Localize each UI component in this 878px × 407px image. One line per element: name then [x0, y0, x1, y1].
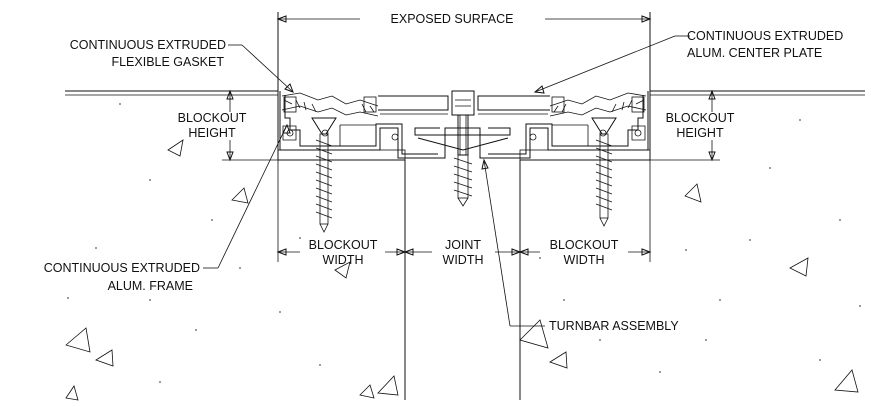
blockout-width-left-dimension — [276, 160, 407, 262]
exposed-surface-dimension — [276, 15, 652, 23]
blockout-height-right-dimension — [650, 89, 720, 162]
concrete-slab-left — [65, 12, 406, 400]
concrete-slab-right — [519, 12, 865, 400]
gasket-label-line1: CONTINUOUS EXTRUDED — [70, 38, 226, 52]
leader-lines — [203, 35, 690, 327]
exposed-surface-label: EXPOSED SURFACE — [391, 12, 514, 26]
frame-label-line2: ALUM. FRAME — [108, 279, 193, 293]
blockout-width-right-dimension — [518, 160, 652, 262]
blockout-width-right-label-1: BLOCKOUT — [550, 238, 619, 252]
blockout-height-left-label-2: HEIGHT — [188, 126, 236, 140]
annotation-labels: EXPOSED SURFACE CONTINUOUS EXTRUDED FLEX… — [44, 12, 844, 333]
joint-width-dimension — [403, 248, 522, 256]
blockout-width-left-label-2: WIDTH — [323, 253, 364, 267]
frame-label-line1: CONTINUOUS EXTRUDED — [44, 261, 200, 275]
blockout-width-right-label-2: WIDTH — [564, 253, 605, 267]
center-plate-label-line2: ALUM. CENTER PLATE — [687, 46, 822, 60]
turnbar-label: TURNBAR ASSEMBLY — [549, 319, 679, 333]
blockout-width-left-label-1: BLOCKOUT — [309, 238, 378, 252]
blockout-height-left-dimension — [222, 89, 278, 162]
right-frame-assembly — [477, 91, 651, 227]
center-plate-label-line1: CONTINUOUS EXTRUDED — [687, 29, 843, 43]
gasket-label-line2: FLEXIBLE GASKET — [111, 55, 224, 69]
blockout-height-left-label-1: BLOCKOUT — [178, 111, 247, 125]
joint-width-label-2: WIDTH — [443, 253, 484, 267]
joint-width-label-1: JOINT — [445, 238, 481, 252]
left-frame-assembly — [277, 91, 449, 233]
blockout-height-right-label-1: BLOCKOUT — [666, 111, 735, 125]
blockout-height-right-label-2: HEIGHT — [676, 126, 724, 140]
concrete-aggregate — [65, 103, 861, 401]
turnbar-assembly — [417, 90, 509, 207]
